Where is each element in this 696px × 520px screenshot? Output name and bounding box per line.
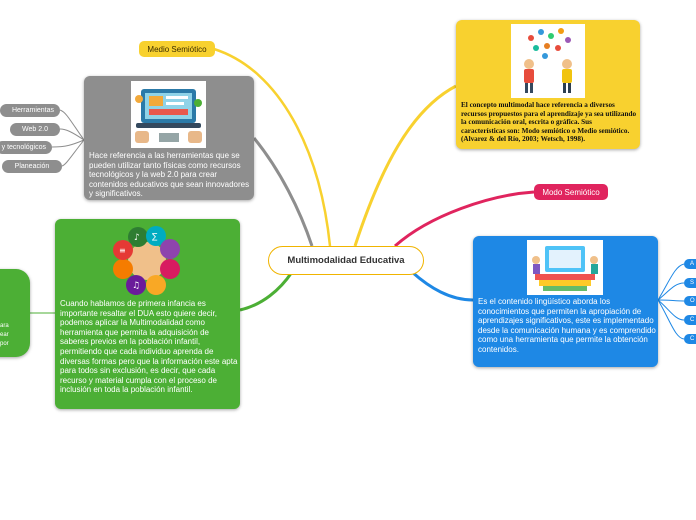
green-card-text: Cuando hablamos de primera infancia es i… bbox=[60, 299, 238, 395]
pill-herramientas-label: Herramientas bbox=[11, 107, 54, 114]
green-topic-card[interactable]: ♪ ∑ ≡ ♫ Cuando hablamos de primera infan… bbox=[55, 219, 240, 409]
blue-pill[interactable]: S bbox=[684, 278, 696, 288]
pill-tecnologicos[interactable]: y tecnológicos bbox=[0, 141, 52, 154]
pill-planeacion[interactable]: Planeación bbox=[2, 160, 62, 173]
children-social-media-icon bbox=[511, 24, 585, 98]
partial-fragment: por bbox=[0, 341, 9, 347]
pill-herramientas[interactable]: Herramientas bbox=[0, 104, 60, 117]
yellow-topic-card[interactable]: El concepto multimodal hace referencia a… bbox=[456, 20, 640, 149]
left-green-partial-text: ara ear por bbox=[0, 322, 9, 349]
left-green-partial-card[interactable]: ara ear por bbox=[0, 269, 30, 357]
central-topic[interactable]: Multimodalidad Educativa bbox=[268, 246, 424, 275]
yellow-card-text: El concepto multimodal hace referencia a… bbox=[461, 101, 637, 144]
blue-pill-label: C bbox=[690, 336, 695, 342]
gray-topic-card[interactable]: Hace referencia a las herramientas que s… bbox=[84, 76, 254, 200]
partial-fragment: ear bbox=[0, 332, 9, 338]
pill-tecnologicos-label: y tecnológicos bbox=[1, 144, 46, 151]
blue-pill-label: C bbox=[690, 317, 695, 323]
central-topic-label: Multimodalidad Educativa bbox=[287, 255, 405, 266]
medio-semiotico-tag[interactable]: Medio Semiótico bbox=[139, 41, 215, 57]
gray-card-text: Hace referencia a las herramientas que s… bbox=[89, 151, 250, 199]
blue-pill-label: A bbox=[690, 261, 695, 267]
blue-pill-label: S bbox=[690, 280, 695, 286]
modo-semiotico-label: Modo Semiótico bbox=[542, 187, 600, 197]
modo-semiotico-tag[interactable]: Modo Semiótico bbox=[534, 184, 608, 200]
svg-text:♪: ♪ bbox=[134, 233, 140, 243]
pill-web20[interactable]: Web 2.0 bbox=[10, 123, 60, 136]
blue-pill-label: O bbox=[690, 298, 695, 304]
multiple-intelligences-icon: ♪ ∑ ≡ ♫ bbox=[110, 225, 185, 297]
svg-text:∑: ∑ bbox=[152, 232, 158, 241]
blue-pill[interactable]: O bbox=[684, 296, 696, 306]
blue-pill[interactable]: C bbox=[684, 315, 696, 325]
blue-pill[interactable]: C bbox=[684, 334, 696, 344]
students-books-icon bbox=[527, 240, 603, 295]
blue-card-text: Es el contenido lingüístico aborda los c… bbox=[478, 297, 656, 354]
pill-web20-label: Web 2.0 bbox=[22, 126, 48, 133]
blue-pill[interactable]: A bbox=[684, 259, 696, 269]
pill-planeacion-label: Planeación bbox=[14, 163, 50, 170]
laptop-workspace-icon bbox=[131, 81, 206, 148]
partial-fragment: ara bbox=[0, 323, 9, 329]
svg-text:≡: ≡ bbox=[119, 246, 126, 255]
svg-text:♫: ♫ bbox=[132, 281, 140, 291]
blue-topic-card[interactable]: Es el contenido lingüístico aborda los c… bbox=[473, 236, 658, 367]
medio-semiotico-label: Medio Semiótico bbox=[147, 44, 207, 54]
